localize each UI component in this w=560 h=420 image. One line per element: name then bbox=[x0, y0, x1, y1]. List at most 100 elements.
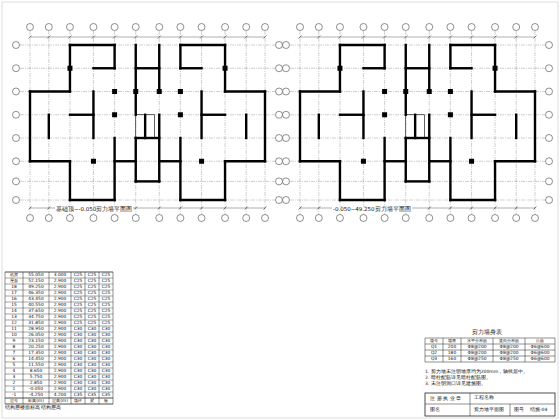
table-cell: C25 bbox=[71, 303, 85, 307]
table-cell: C30 bbox=[71, 351, 85, 355]
table-cell: C30 bbox=[71, 387, 85, 391]
table-cell: C25 bbox=[85, 273, 99, 277]
table-cell: 15 bbox=[5, 303, 23, 307]
table-cell: Φ8@250 bbox=[461, 357, 493, 361]
table-cell: C30 bbox=[99, 333, 113, 337]
table-cell: C30 bbox=[71, 327, 85, 331]
table-cell: C25 bbox=[71, 321, 85, 325]
table-cell: C25 bbox=[99, 303, 113, 307]
table-cell: 机房 bbox=[5, 273, 23, 277]
table-cell: -1 bbox=[5, 393, 23, 397]
table-cell: Φ6@600 bbox=[525, 351, 555, 355]
table-cell: 160 bbox=[443, 357, 461, 361]
table-cell: 43.450 bbox=[23, 297, 49, 301]
table-cell: C30 bbox=[85, 387, 99, 391]
table-cell: Φ8@250 bbox=[493, 357, 525, 361]
table-cell: 3 bbox=[5, 375, 23, 379]
table-cell: 5 bbox=[5, 363, 23, 367]
table-cell: C35 bbox=[99, 393, 113, 397]
table-cell: 17.350 bbox=[23, 351, 49, 355]
table-cell: C25 bbox=[71, 297, 85, 301]
table-cell: C25 bbox=[99, 309, 113, 313]
table-cell: C30 bbox=[99, 363, 113, 367]
wall-schedule bbox=[425, 338, 555, 362]
wall-plan bbox=[283, 24, 553, 222]
table-cell: C25 bbox=[85, 321, 99, 325]
table-cell: 14.450 bbox=[23, 357, 49, 361]
general-note: 3. 未注明洞口详见建施图。 bbox=[425, 382, 486, 387]
general-note: 1. 剪力墙未注明墙厚均为200mm，轴线居中。 bbox=[425, 370, 528, 375]
table-cell: 28.950 bbox=[23, 327, 49, 331]
table-cell: C30 bbox=[99, 387, 113, 391]
table-cell: 40.550 bbox=[23, 303, 49, 307]
table-cell: 2.900 bbox=[49, 309, 71, 313]
table-cell: -0.050 bbox=[23, 387, 49, 391]
table-cell: 55.050 bbox=[23, 273, 49, 277]
table-cell: C25 bbox=[71, 309, 85, 313]
title-field: 图名 bbox=[430, 408, 440, 413]
drawing-number: 结施-04 bbox=[530, 408, 547, 413]
table-cell: 墙柱 bbox=[71, 399, 85, 403]
table-cell: C25 bbox=[99, 321, 113, 325]
table-cell: 6 bbox=[5, 357, 23, 361]
table-cell: 2.900 bbox=[49, 339, 71, 343]
table-cell: 9 bbox=[5, 339, 23, 343]
table-title: 剪力墙身表 bbox=[472, 330, 502, 336]
table-cell: C25 bbox=[99, 285, 113, 289]
table-cell: C25 bbox=[85, 285, 99, 289]
table-cell: C30 bbox=[99, 339, 113, 343]
table-cell: 4.200 bbox=[49, 393, 71, 397]
table-cell: C30 bbox=[85, 339, 99, 343]
table-note: 结构层楼面标高 结构层高 bbox=[5, 406, 61, 411]
table-cell: C25 bbox=[85, 279, 99, 283]
elevation-table bbox=[5, 272, 113, 404]
wall-plan bbox=[13, 24, 283, 222]
table-cell: Φ6@600 bbox=[525, 345, 555, 349]
table-cell: 49.250 bbox=[23, 285, 49, 289]
plan-caption: 基础顶~-0.050剪力墙平面图 bbox=[55, 207, 133, 213]
table-cell: 竖向分布筋 bbox=[493, 339, 525, 343]
table-cell: C25 bbox=[71, 273, 85, 277]
table-cell: 20.250 bbox=[23, 345, 49, 349]
table-cell: Φ8@200 bbox=[493, 351, 525, 355]
table-cell: Q3 bbox=[425, 357, 443, 361]
table-cell: 板 bbox=[99, 399, 113, 403]
table-cell: 37.650 bbox=[23, 309, 49, 313]
table-cell: C30 bbox=[85, 327, 99, 331]
table-cell: Φ8@200 bbox=[461, 351, 493, 355]
table-cell: C25 bbox=[71, 291, 85, 295]
table-cell: 拉筋 bbox=[525, 339, 555, 343]
table-cell: 12 bbox=[5, 321, 23, 325]
table-cell: C30 bbox=[85, 363, 99, 367]
table-cell: C30 bbox=[99, 369, 113, 373]
table-cell: 2.900 bbox=[49, 387, 71, 391]
table-cell: Φ6@600 bbox=[525, 357, 555, 361]
table-cell: 2.900 bbox=[49, 369, 71, 373]
table-cell: 16 bbox=[5, 297, 23, 301]
table-cell: 水平分布筋 bbox=[461, 339, 493, 343]
table-cell: C30 bbox=[71, 369, 85, 373]
plan-caption: -0.050~49.250剪力墙平面图 bbox=[332, 207, 412, 213]
table-cell: C30 bbox=[99, 351, 113, 355]
table-cell: C35 bbox=[71, 393, 85, 397]
table-cell: C25 bbox=[85, 297, 99, 301]
table-cell: 屋面 bbox=[5, 279, 23, 283]
table-cell: C30 bbox=[71, 363, 85, 367]
table-cell: C30 bbox=[99, 375, 113, 379]
table-cell: C25 bbox=[99, 279, 113, 283]
table-cell: 2.900 bbox=[49, 297, 71, 301]
table-cell: 2.900 bbox=[49, 321, 71, 325]
table-cell: 17 bbox=[5, 291, 23, 295]
table-cell: 2.900 bbox=[49, 375, 71, 379]
table-cell: 200 bbox=[443, 345, 461, 349]
table-cell: C30 bbox=[85, 351, 99, 355]
table-cell: 墙厚 bbox=[443, 339, 461, 343]
table-cell: 52.150 bbox=[23, 279, 49, 283]
table-cell: C30 bbox=[99, 327, 113, 331]
table-cell: -4.250 bbox=[23, 393, 49, 397]
table-cell: C25 bbox=[99, 315, 113, 319]
table-cell: 2 bbox=[5, 381, 23, 385]
table-cell: C30 bbox=[85, 333, 99, 337]
table-cell: 180 bbox=[443, 351, 461, 355]
